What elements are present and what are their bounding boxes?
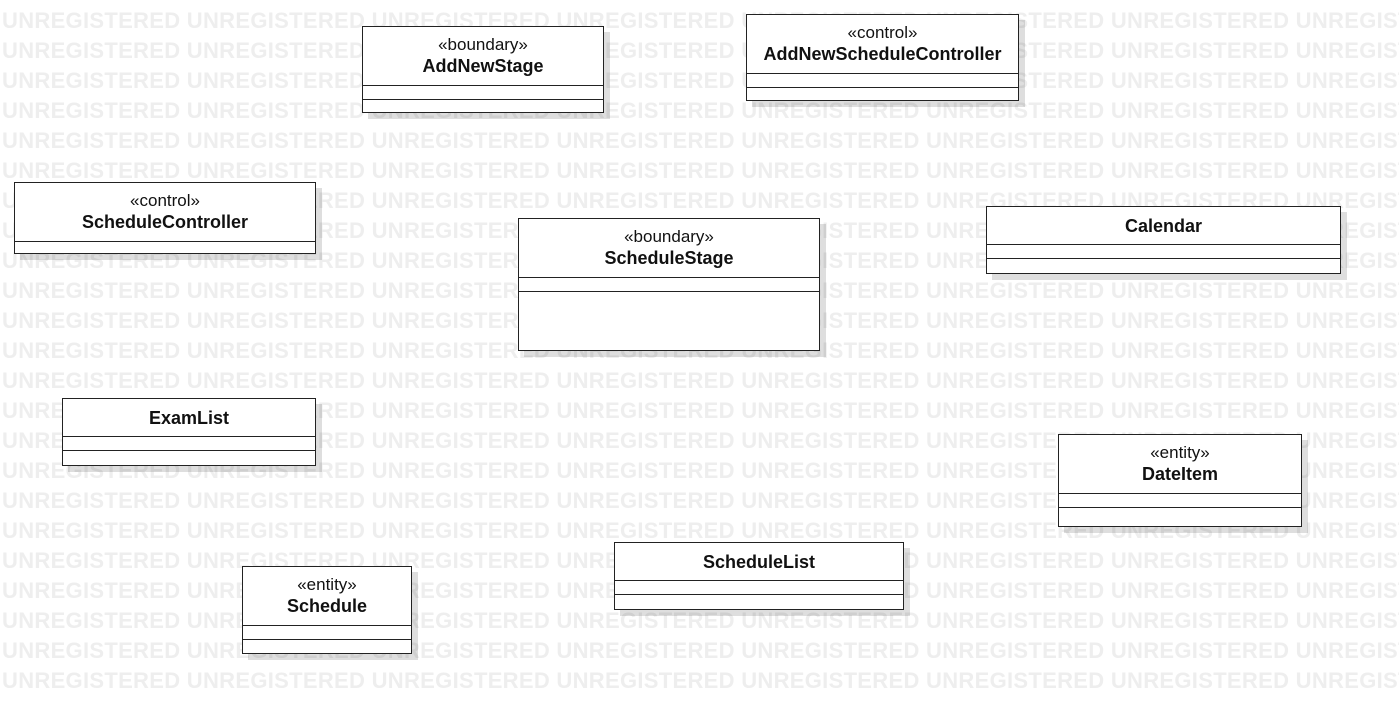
class-name: ScheduleStage — [604, 248, 734, 268]
watermark-row: UNREGISTERED UNREGISTERED UNREGISTERED U… — [2, 98, 1399, 123]
class-name: Calendar — [1124, 215, 1203, 236]
class-add-new-schedule-controller[interactable]: «control» AddNewScheduleController — [746, 14, 1019, 101]
class-header: «entity» Schedule — [243, 567, 411, 626]
watermark-row: UNREGISTERED UNREGISTERED UNREGISTERED U… — [2, 8, 1399, 33]
class-header: «entity» DateItem — [1059, 435, 1301, 494]
class-name: AddNewScheduleController — [763, 44, 1002, 64]
class-stereotype: «control» — [847, 23, 918, 42]
class-name: AddNewStage — [422, 56, 544, 76]
watermark-row: UNREGISTERED UNREGISTERED UNREGISTERED U… — [2, 608, 1399, 633]
watermark-row: UNREGISTERED UNREGISTERED UNREGISTERED U… — [2, 368, 1399, 393]
watermark-row: UNREGISTERED UNREGISTERED UNREGISTERED U… — [2, 68, 1399, 93]
watermark-row: UNREGISTERED UNREGISTERED UNREGISTERED U… — [2, 158, 1399, 183]
watermark-row: UNREGISTERED UNREGISTERED UNREGISTERED U… — [2, 668, 1399, 693]
class-schedule-controller[interactable]: «control» ScheduleController — [14, 182, 316, 254]
class-name: ScheduleController — [81, 212, 249, 232]
class-attributes-compartment — [987, 245, 1340, 259]
class-header: ExamList — [63, 399, 315, 437]
class-stereotype: «boundary» — [438, 35, 528, 54]
class-name: ScheduleList — [702, 551, 816, 572]
class-schedule[interactable]: «entity» Schedule — [242, 566, 412, 654]
class-attributes-compartment — [519, 278, 819, 292]
class-schedule-stage[interactable]: «boundary» ScheduleStage — [518, 218, 820, 351]
class-attributes-compartment — [363, 86, 603, 100]
class-attributes-compartment — [243, 626, 411, 640]
class-attributes-compartment — [615, 581, 903, 595]
class-header: «boundary» ScheduleStage — [519, 219, 819, 278]
class-name: DateItem — [1141, 464, 1219, 484]
class-header: «control» ScheduleController — [15, 183, 315, 242]
class-schedule-list[interactable]: ScheduleList — [614, 542, 904, 610]
class-header: Calendar — [987, 207, 1340, 245]
class-stereotype: «control» — [130, 191, 200, 210]
class-header: «control» AddNewScheduleController — [747, 15, 1018, 74]
class-calendar[interactable]: Calendar — [986, 206, 1341, 274]
class-attributes-compartment — [747, 74, 1018, 88]
watermark-row: UNREGISTERED UNREGISTERED UNREGISTERED U… — [2, 128, 1399, 153]
watermark-row: UNREGISTERED UNREGISTERED UNREGISTERED U… — [2, 38, 1399, 63]
class-add-new-stage[interactable]: «boundary» AddNewStage — [362, 26, 604, 113]
class-name: ExamList — [148, 407, 230, 428]
class-attributes-compartment — [63, 437, 315, 451]
class-stereotype: «entity» — [1150, 443, 1210, 462]
class-stereotype: «boundary» — [624, 227, 714, 246]
class-header: «boundary» AddNewStage — [363, 27, 603, 86]
class-date-item[interactable]: «entity» DateItem — [1058, 434, 1302, 527]
class-header: ScheduleList — [615, 543, 903, 581]
class-stereotype: «entity» — [297, 575, 357, 594]
class-name: Schedule — [286, 596, 368, 616]
class-attributes-compartment — [1059, 494, 1301, 508]
watermark-row: UNREGISTERED UNREGISTERED UNREGISTERED U… — [2, 638, 1399, 663]
class-exam-list[interactable]: ExamList — [62, 398, 316, 466]
